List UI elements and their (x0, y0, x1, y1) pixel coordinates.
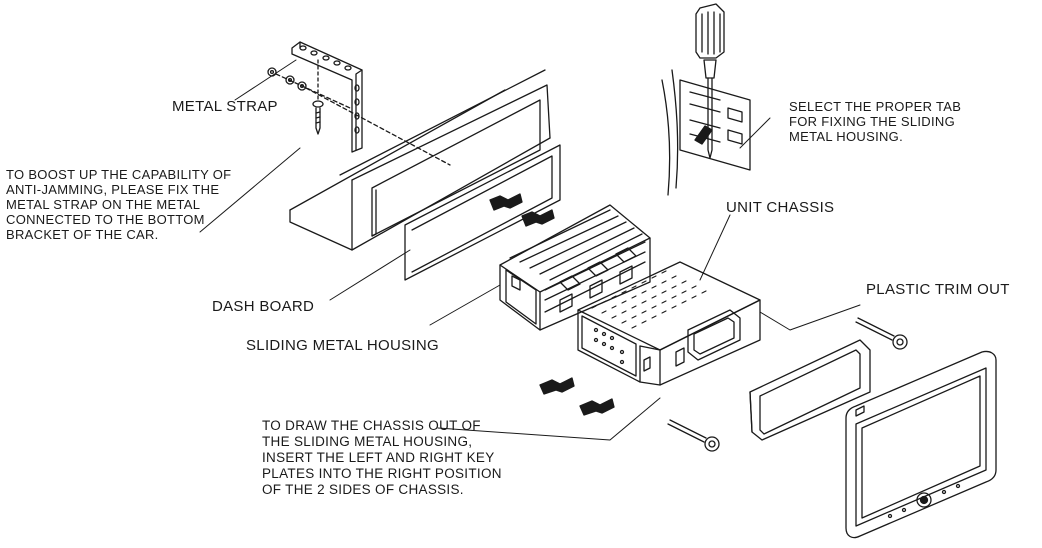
anti-jamming-note: TO BOOST UP THE CAPABILITY OF ANTI-JAMMI… (6, 167, 231, 242)
dash-frame-plate (404, 144, 561, 281)
leader-lines (199, 59, 861, 441)
select-tab-note-line: FOR FIXING THE SLIDING (789, 114, 955, 129)
unit-chassis-label: UNIT CHASSIS (726, 199, 835, 216)
anti-jamming-note-line: ANTI-JAMMING, PLEASE FIX THE (6, 182, 220, 197)
draw-chassis-note-line: PLATES INTO THE RIGHT POSITION (262, 466, 502, 481)
select-tab-note: SELECT THE PROPER TAB FOR FIXING THE SLI… (789, 99, 961, 144)
dash-board-illustration (289, 69, 551, 251)
metal-strap-label: METAL STRAP (172, 98, 278, 115)
anti-jamming-note-line: METAL STRAP ON THE METAL (6, 197, 201, 212)
draw-chassis-note-line: OF THE 2 SIDES OF CHASSIS. (262, 482, 464, 497)
plastic-trim-out-illustration (749, 339, 871, 441)
front-panel-illustration (845, 350, 997, 539)
select-tab-note-line: METAL HOUSING. (789, 129, 903, 144)
insertion-arrows (489, 193, 615, 416)
draw-chassis-note: TO DRAW THE CHASSIS OUT OF THE SLIDING M… (262, 418, 502, 498)
sliding-metal-housing-label: SLIDING METAL HOUSING (246, 337, 439, 354)
select-tab-detail-illustration (661, 3, 751, 196)
draw-chassis-note-line: INSERT THE LEFT AND RIGHT KEY (262, 450, 495, 465)
metal-strap-illustration (267, 41, 451, 166)
sliding-metal-housing-illustration (499, 204, 651, 331)
dash-board-label: DASH BOARD (212, 298, 315, 315)
anti-jamming-note-line: TO BOOST UP THE CAPABILITY OF (6, 167, 232, 182)
plastic-trim-out-label: PLASTIC TRIM OUT (866, 281, 1010, 298)
select-tab-note-line: SELECT THE PROPER TAB (789, 99, 962, 114)
draw-chassis-note-line: THE SLIDING METAL HOUSING, (262, 434, 473, 449)
unit-chassis-illustration (577, 261, 761, 386)
anti-jamming-note-line: BRACKET OF THE CAR. (6, 227, 159, 242)
key-plates-illustration (667, 317, 908, 452)
anti-jamming-note-line: CONNECTED TO THE BOTTOM (6, 212, 205, 227)
draw-chassis-note-line: TO DRAW THE CHASSIS OUT OF (262, 418, 481, 433)
